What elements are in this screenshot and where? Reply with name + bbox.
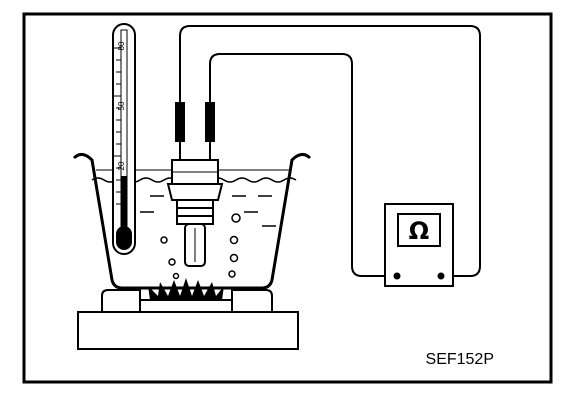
thermometer-mercury: [121, 176, 127, 230]
ohm-symbol: Ω: [409, 217, 429, 245]
sensor-thread: [176, 199, 214, 225]
thermometer: 80 50 20: [112, 23, 136, 255]
hot-plate-base: [77, 311, 299, 350]
sensor-hex-nut: [166, 183, 224, 201]
thermometer-label-20: 20: [117, 161, 126, 170]
ohmmeter: Ω: [384, 203, 454, 287]
ohmmeter-terminal-positive: [437, 272, 445, 280]
temperature-sensor: [166, 159, 224, 267]
lead-wire-inner: [209, 53, 396, 277]
bubbles: [160, 213, 241, 280]
figure-frame: [22, 12, 553, 384]
lead-wires: [179, 25, 481, 277]
ohmmeter-terminal-negative: [393, 272, 401, 280]
lead-wire-outer: [179, 25, 481, 277]
ohmmeter-display: [397, 213, 441, 247]
thermometer-bulb: [116, 226, 132, 250]
thermometer-label-80: 80: [117, 41, 126, 50]
thermometer-ticks: [114, 47, 121, 205]
lead-sleeve-right: [205, 102, 215, 142]
water-container: [72, 153, 312, 290]
water-ripples: [120, 195, 276, 227]
lead-sleeve-left: [175, 102, 185, 142]
figure-reference-code: SEF152P: [426, 351, 494, 368]
thermometer-label-50: 50: [117, 101, 126, 110]
